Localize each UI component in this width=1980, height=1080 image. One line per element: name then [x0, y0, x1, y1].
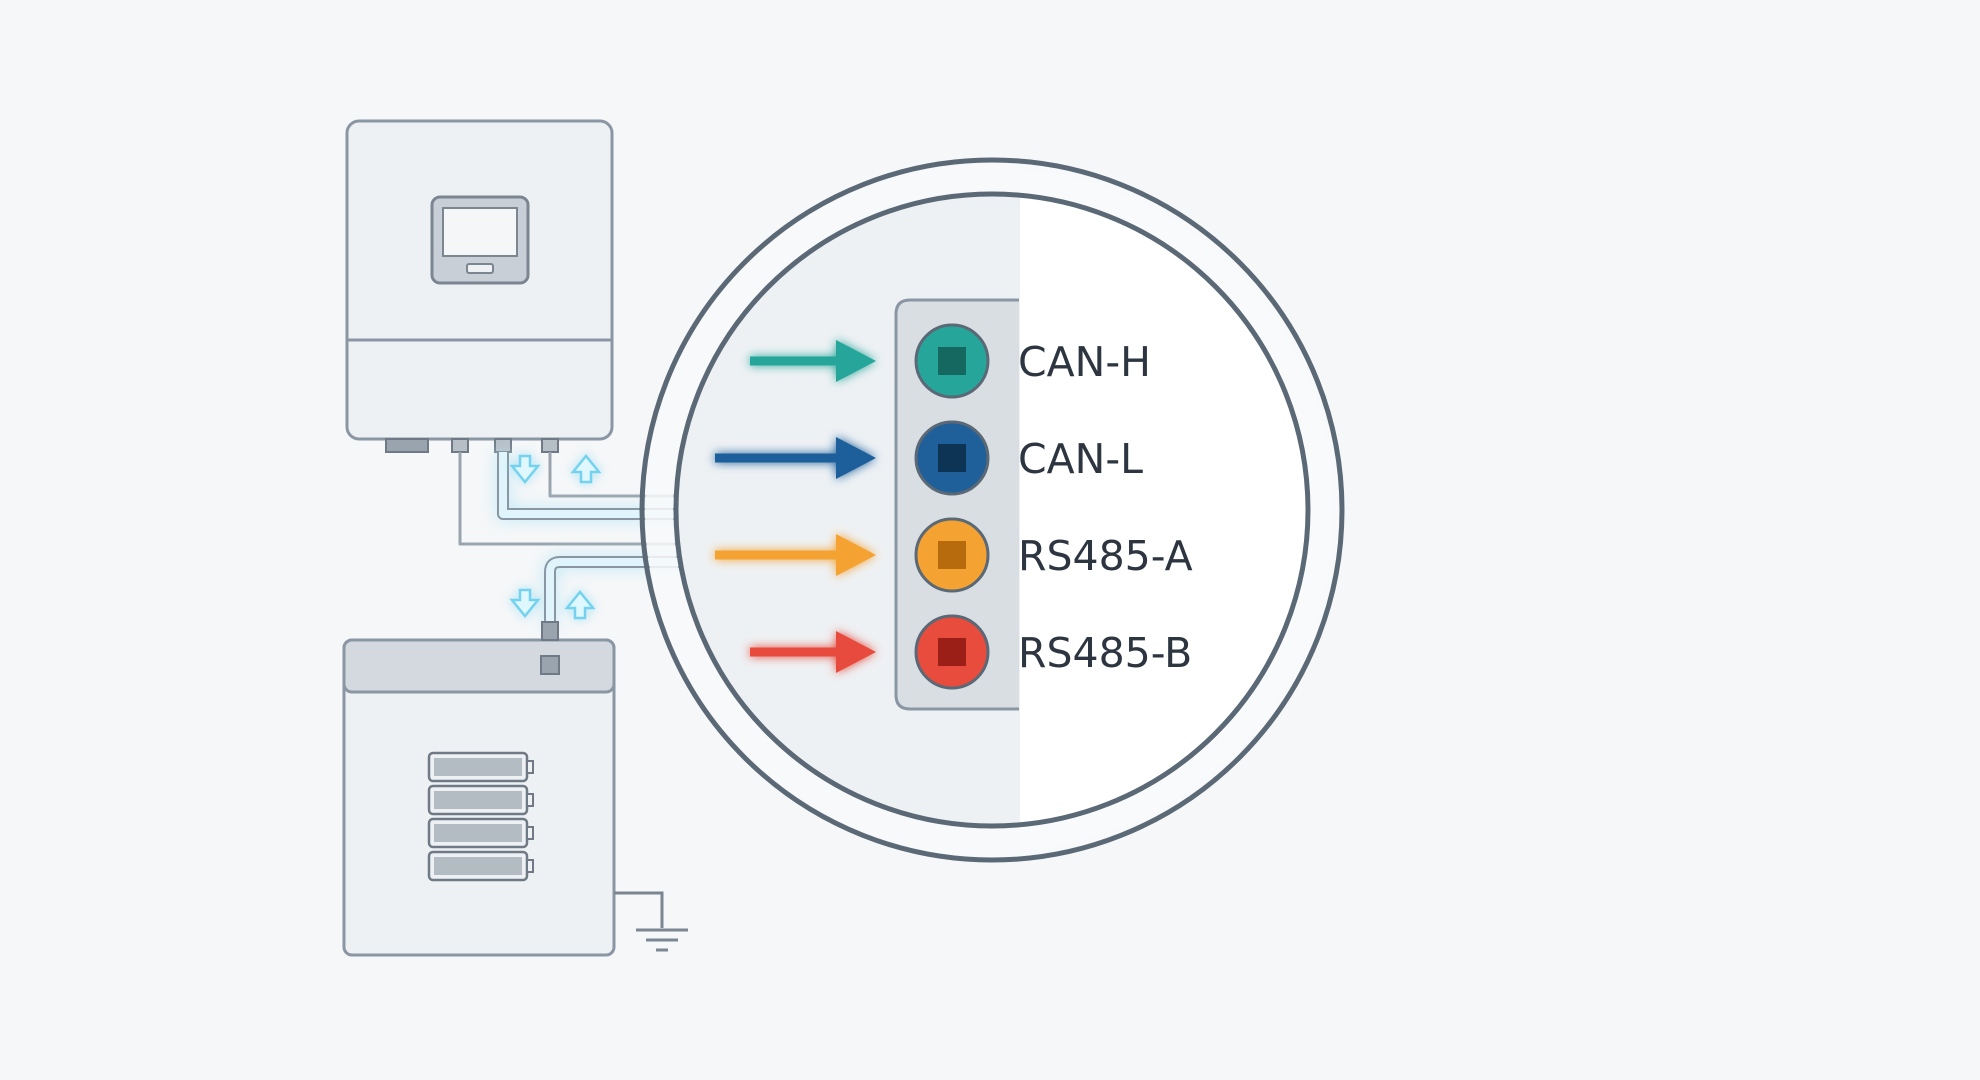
- pin-terminal: [914, 614, 990, 690]
- down-arrow-icon: [509, 588, 541, 618]
- signal-cables: [458, 452, 690, 628]
- battery-cells: [427, 751, 534, 882]
- pin-terminal: [914, 420, 990, 496]
- pin-row-can-h: CAN-H: [750, 323, 1151, 399]
- connector-block: [894, 298, 1019, 711]
- pin-row-rs485-b: RS485-B: [750, 614, 1192, 690]
- zoom-lens: CAN-H CAN-L RS485-A RS485-B: [639, 157, 1345, 863]
- pin-row-rs485-a: RS485-A: [715, 517, 1193, 593]
- down-arrow-icon: [509, 454, 541, 484]
- battery-cell-icon: [427, 850, 534, 882]
- pin-label: RS485-A: [1018, 532, 1193, 580]
- inverter-cable-gland: [385, 438, 429, 453]
- inverter-display-icon: [430, 195, 530, 285]
- pin-label: CAN-L: [1018, 435, 1143, 483]
- connector-pins: CAN-H CAN-L RS485-A RS485-B: [715, 323, 1193, 690]
- grey-wire: [458, 452, 690, 546]
- signal-arrow-icon: [750, 340, 876, 382]
- inverter-port: [451, 438, 469, 453]
- battery-cell-icon: [427, 817, 534, 849]
- signal-arrow-icon: [715, 534, 876, 576]
- inverter-port: [494, 438, 512, 453]
- signal-arrow-icon: [715, 437, 876, 479]
- pin-label: CAN-H: [1018, 338, 1151, 386]
- inverter-port: [541, 438, 559, 453]
- pin-row-can-l: CAN-L: [715, 420, 1143, 496]
- up-arrow-icon: [570, 454, 602, 484]
- battery-pack-icon: [342, 621, 616, 957]
- data-flow-arrows: [509, 454, 602, 620]
- up-arrow-icon: [564, 590, 596, 620]
- pin-terminal: [914, 323, 990, 399]
- pin-label: RS485-B: [1018, 629, 1192, 677]
- battery-indicator: [540, 655, 560, 675]
- inverter-icon: [345, 119, 614, 453]
- battery-cell-icon: [427, 784, 534, 816]
- ground-symbol-icon: [614, 891, 688, 952]
- battery-comm-port: [541, 621, 559, 641]
- pin-terminal: [914, 517, 990, 593]
- battery-cell-icon: [427, 751, 534, 783]
- signal-arrow-icon: [750, 631, 876, 673]
